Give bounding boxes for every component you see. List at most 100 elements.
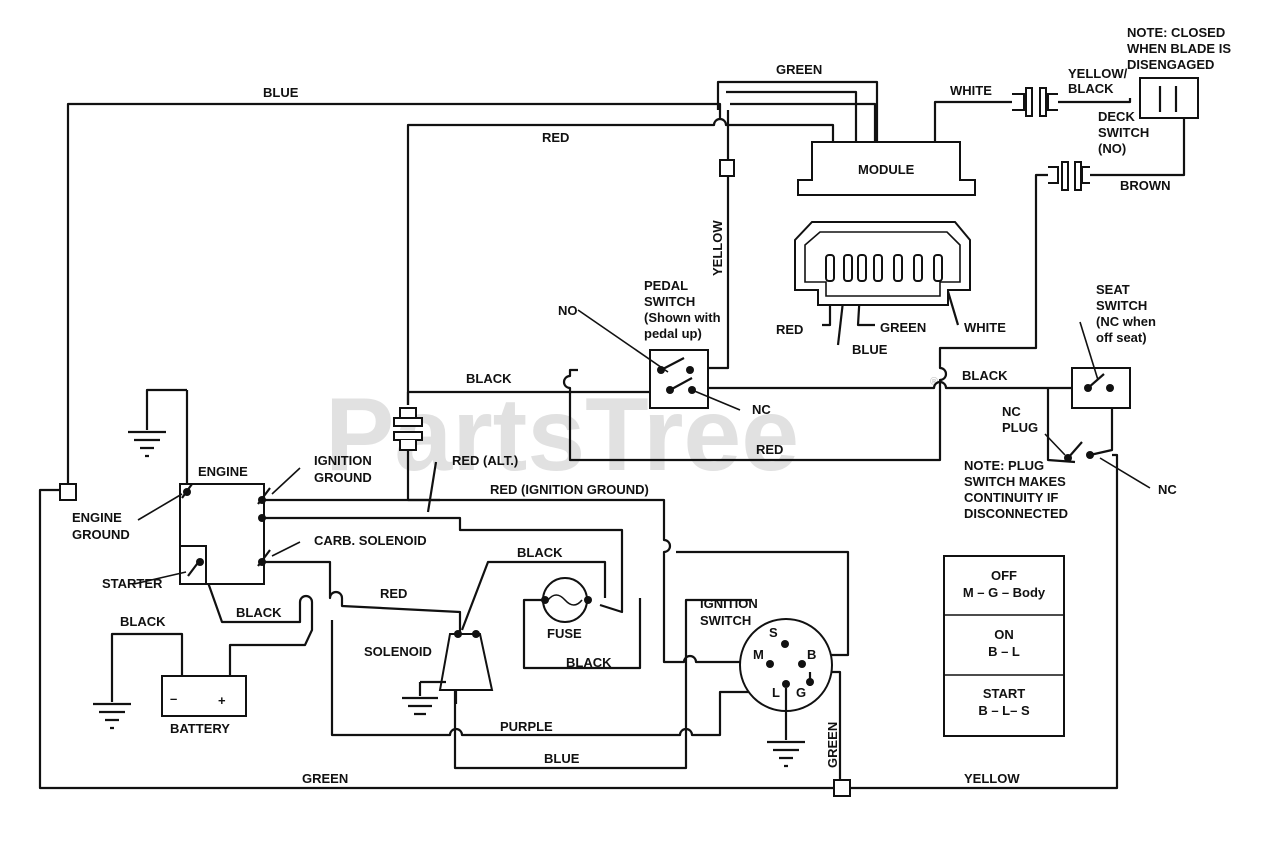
table-row-on-state: ON [994,627,1014,642]
pedal-plug-connector [393,407,423,451]
label-line: pedal up) [644,326,702,341]
label-green-top: GREEN [776,62,822,77]
label-line: SWITCH [700,613,751,628]
label-line: PEDAL [644,278,688,293]
label-line: SWITCH [1098,125,1149,140]
label-ignition-switch: IGNITION SWITCH [700,596,758,628]
label-black-starter: BLACK [236,605,282,620]
label-line: off seat) [1096,330,1147,345]
label-purple: PURPLE [500,719,553,734]
label-red-alt: RED (ALT.) [452,453,518,468]
black-wire-battery [110,632,184,702]
label-black-fuse: BLACK [566,655,612,670]
label-line: YELLOW/ [1068,66,1128,81]
battery: – + [161,675,247,717]
label-no: NO [558,303,578,318]
battery-plus: + [218,693,226,708]
label-fuse: FUSE [547,626,582,641]
label-yellow-vertical: YELLOW [710,220,725,276]
nc-plug [1044,433,1151,489]
table-row-start-state: START [983,686,1025,701]
label-line: GROUND [314,470,372,485]
label-line: IGNITION [314,453,372,468]
label-conn-red: RED [776,322,803,337]
label-line: DISCONNECTED [964,506,1068,521]
label-red-ign-ground: RED (IGNITION GROUND) [490,482,649,497]
term-g: G [796,685,806,700]
label-brown: BROWN [1120,178,1171,193]
label-solenoid: SOLENOID [364,644,432,659]
red-wire-top [406,117,835,405]
white-wire [933,100,1012,142]
black-wire-seat [705,380,1072,390]
label-black-solenoid: BLACK [517,545,563,560]
red-alt-wire [426,461,438,513]
labels: BLUE GREEN RED WHITE BROWN YELLOW BLACK … [102,62,1177,786]
label-line: ENGINE [72,510,122,525]
term-b: B [807,647,816,662]
label-green-bottom: GREEN [302,771,348,786]
label-carb-solenoid: CARB. SOLENOID [314,533,427,548]
label-red-top: RED [542,130,569,145]
fuse [541,577,592,623]
label-blue-bottom: BLUE [544,751,580,766]
label-black-seat: BLACK [962,368,1008,383]
ground-symbols [93,430,805,768]
black-wire-pedal [406,390,650,405]
label-conn-blue: BLUE [852,342,888,357]
switch-table-text: OFF M – G – Body ON B – L START B – L– S [963,568,1046,718]
label-red-loop: RED [756,442,783,457]
module: MODULE [797,141,976,196]
label-red-solenoid: RED [380,586,407,601]
label-conn-green: GREEN [880,320,926,335]
label-line: NC [1002,404,1021,419]
module-connector [794,221,971,306]
label-battery: BATTERY [170,721,230,736]
ignition-switch [739,618,833,740]
seat-switch [1071,321,1131,409]
label-line: SWITCH MAKES [964,474,1066,489]
pedal-switch [577,309,741,411]
label-yellow-bottom: YELLOW [964,771,1020,786]
label-blue-top: BLUE [263,85,299,100]
black-wire-fuse [522,598,642,670]
table-row-off-contacts: M – G – Body [963,585,1046,600]
red-ign-ground-wire [262,498,752,664]
label-line: DISENGAGED [1127,57,1214,72]
inline-connectors [59,87,1090,797]
deck-switch [1139,77,1199,119]
battery-minus: – [170,691,177,706]
switch-table [943,555,1065,737]
label-black-battery: BLACK [120,614,166,629]
black-wire-solenoid [460,560,607,631]
green-wire-top [716,80,879,142]
yellow-wire-bottom [848,453,1119,790]
label-nc-pedal: NC [752,402,771,417]
module-label: MODULE [858,162,915,177]
blue-wire-top [66,102,877,490]
label-line: (NC when [1096,314,1156,329]
label-line: DECK [1098,109,1135,124]
label-line: IGNITION [700,596,758,611]
green-wire-bottom [38,488,834,790]
label-engine: ENGINE [198,464,248,479]
yellow-wire-vertical [703,110,730,370]
purple-wire [330,620,760,737]
label-line: WHEN BLADE IS [1127,41,1231,56]
label-black-pedal: BLACK [466,371,512,386]
label-line: (Shown with [644,310,721,325]
label-line: BLACK [1068,81,1114,96]
table-row-on-contacts: B – L [988,644,1020,659]
engine [133,467,301,585]
term-s: S [769,625,778,640]
label-green-vertical: GREEN [825,722,840,768]
label-line: SEAT [1096,282,1130,297]
